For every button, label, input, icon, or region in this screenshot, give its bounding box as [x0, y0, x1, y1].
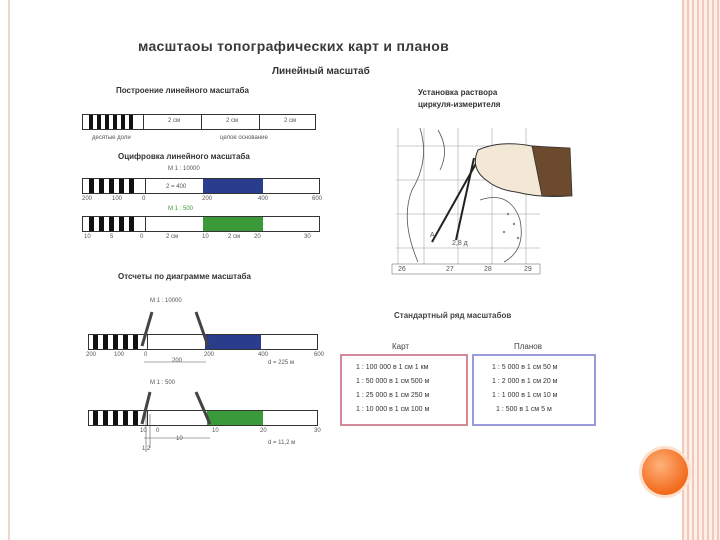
bar5-tick: 10 — [212, 428, 219, 434]
bar2-tick: 600 — [312, 196, 323, 202]
bar4-ticks: 200 100 0 200 400 600 — [86, 352, 326, 360]
caption-compass-2: циркуля-измерителя — [418, 100, 501, 109]
bar4-result: d = 225 м — [268, 360, 294, 366]
caption-readings: Отсчеты по диаграмме масштаба — [118, 272, 251, 281]
map-label-a: A — [430, 232, 435, 239]
bar4-tick: 100 — [114, 352, 125, 358]
bar4-scale: М 1 : 10000 — [150, 298, 182, 304]
bar3-ticks: 10 5 0 2 см 10 2 см 20 30 — [82, 234, 322, 242]
plans-row: 1 : 500 в 1 см 5 м — [496, 406, 552, 413]
orange-circle-decoration — [642, 449, 688, 495]
bar5-result: d = 11,2 м — [268, 440, 296, 446]
bar5-tick: 0 — [156, 428, 160, 434]
maps-row: 1 : 10 000 в 1 см 100 м — [356, 406, 430, 413]
maps-row: 1 : 50 000 в 1 см 500 м — [356, 378, 430, 385]
bar1-label-2: 2 см — [226, 118, 239, 124]
maps-table-header: Карт — [392, 342, 410, 351]
section-subtitle: Линейный масштаб — [272, 66, 370, 77]
bar2-scale: М 1 : 10000 — [168, 166, 200, 172]
bar1-label-3: 2 см — [284, 118, 297, 124]
bar2-ticks: 200 100 0 200 400 600 — [82, 196, 322, 204]
bar3-scale: М 1 : 500 — [168, 206, 194, 212]
frame-right-stripes — [682, 0, 720, 540]
bar1-sub-left: десятые доли — [92, 135, 131, 141]
bar2-tick: 0 — [142, 196, 146, 202]
plans-table-header: Планов — [514, 342, 542, 351]
bar4-tick: 200 — [86, 352, 97, 358]
plans-scale-table — [472, 354, 596, 426]
bar5-tick: 30 — [314, 428, 321, 434]
page-title: масштаоы топографических карт и планов — [138, 38, 450, 54]
bar2-tick: 200 — [82, 196, 93, 202]
bar3-label: 2 см — [166, 234, 179, 240]
map-label-26: 26 — [398, 266, 406, 273]
map-label-27: 27 — [446, 266, 454, 273]
bar5-tick: 20 — [260, 428, 267, 434]
maps-row: 1 : 25 000 в 1 см 250 м — [356, 392, 430, 399]
bar4-tick: 0 — [144, 352, 148, 358]
bar2-tick: 200 — [202, 196, 213, 202]
plans-row: 1 : 2 000 в 1 см 20 м — [492, 378, 558, 385]
scale-bar-10000 — [82, 178, 320, 194]
bar1-sub-right: целое основание — [220, 135, 268, 141]
bar1-label-1: 2 см — [168, 118, 181, 124]
bar3-tick: 10 — [84, 234, 91, 240]
bar4-tick: 600 — [314, 352, 325, 358]
scale-bar-500 — [82, 216, 320, 232]
bar4-tick: 200 — [204, 352, 215, 358]
map-label-29: 29 — [524, 266, 532, 273]
bar4-tick: 400 — [258, 352, 269, 358]
bar5-ticks: 10 0 10 20 30 — [140, 428, 330, 436]
bar2-mid: 2 = 400 — [166, 184, 187, 190]
map-label-28: 28 — [484, 266, 492, 273]
plans-row: 1 : 1 000 в 1 см 10 м — [492, 392, 558, 399]
maps-row: 1 : 100 000 в 1 см 1 км — [356, 364, 429, 371]
bar5-mid: 10 — [176, 436, 183, 442]
maps-scale-table — [340, 354, 468, 426]
plans-row: 1 : 5 000 в 1 см 50 м — [492, 364, 558, 371]
bar2-tick: 100 — [112, 196, 123, 202]
bar2-tick: 400 — [258, 196, 269, 202]
bar3-tick: 30 — [304, 234, 311, 240]
caption-digitize: Оцифровка линейного масштаба — [118, 152, 250, 161]
frame-left-line — [8, 0, 10, 540]
bar4-mid: 200 — [172, 358, 183, 364]
bar5-scale: М 1 : 500 — [150, 380, 176, 386]
bar3-tick: 0 — [140, 234, 144, 240]
caption-compass-1: Установка раствора — [418, 88, 498, 97]
caption-standard-scales: Стандартный ряд масштабов — [394, 311, 512, 320]
caption-build: Построение линейного масштаба — [116, 86, 249, 95]
bar3-tick: 20 — [254, 234, 261, 240]
bar3-tick: 5 — [110, 234, 114, 240]
map-label-distance: 2,8 д — [452, 240, 468, 247]
bar3-label: 2 см — [228, 234, 241, 240]
bar3-tick: 10 — [202, 234, 209, 240]
scale-bar-construction — [82, 114, 316, 130]
bar5-tick: 10 — [140, 428, 147, 434]
